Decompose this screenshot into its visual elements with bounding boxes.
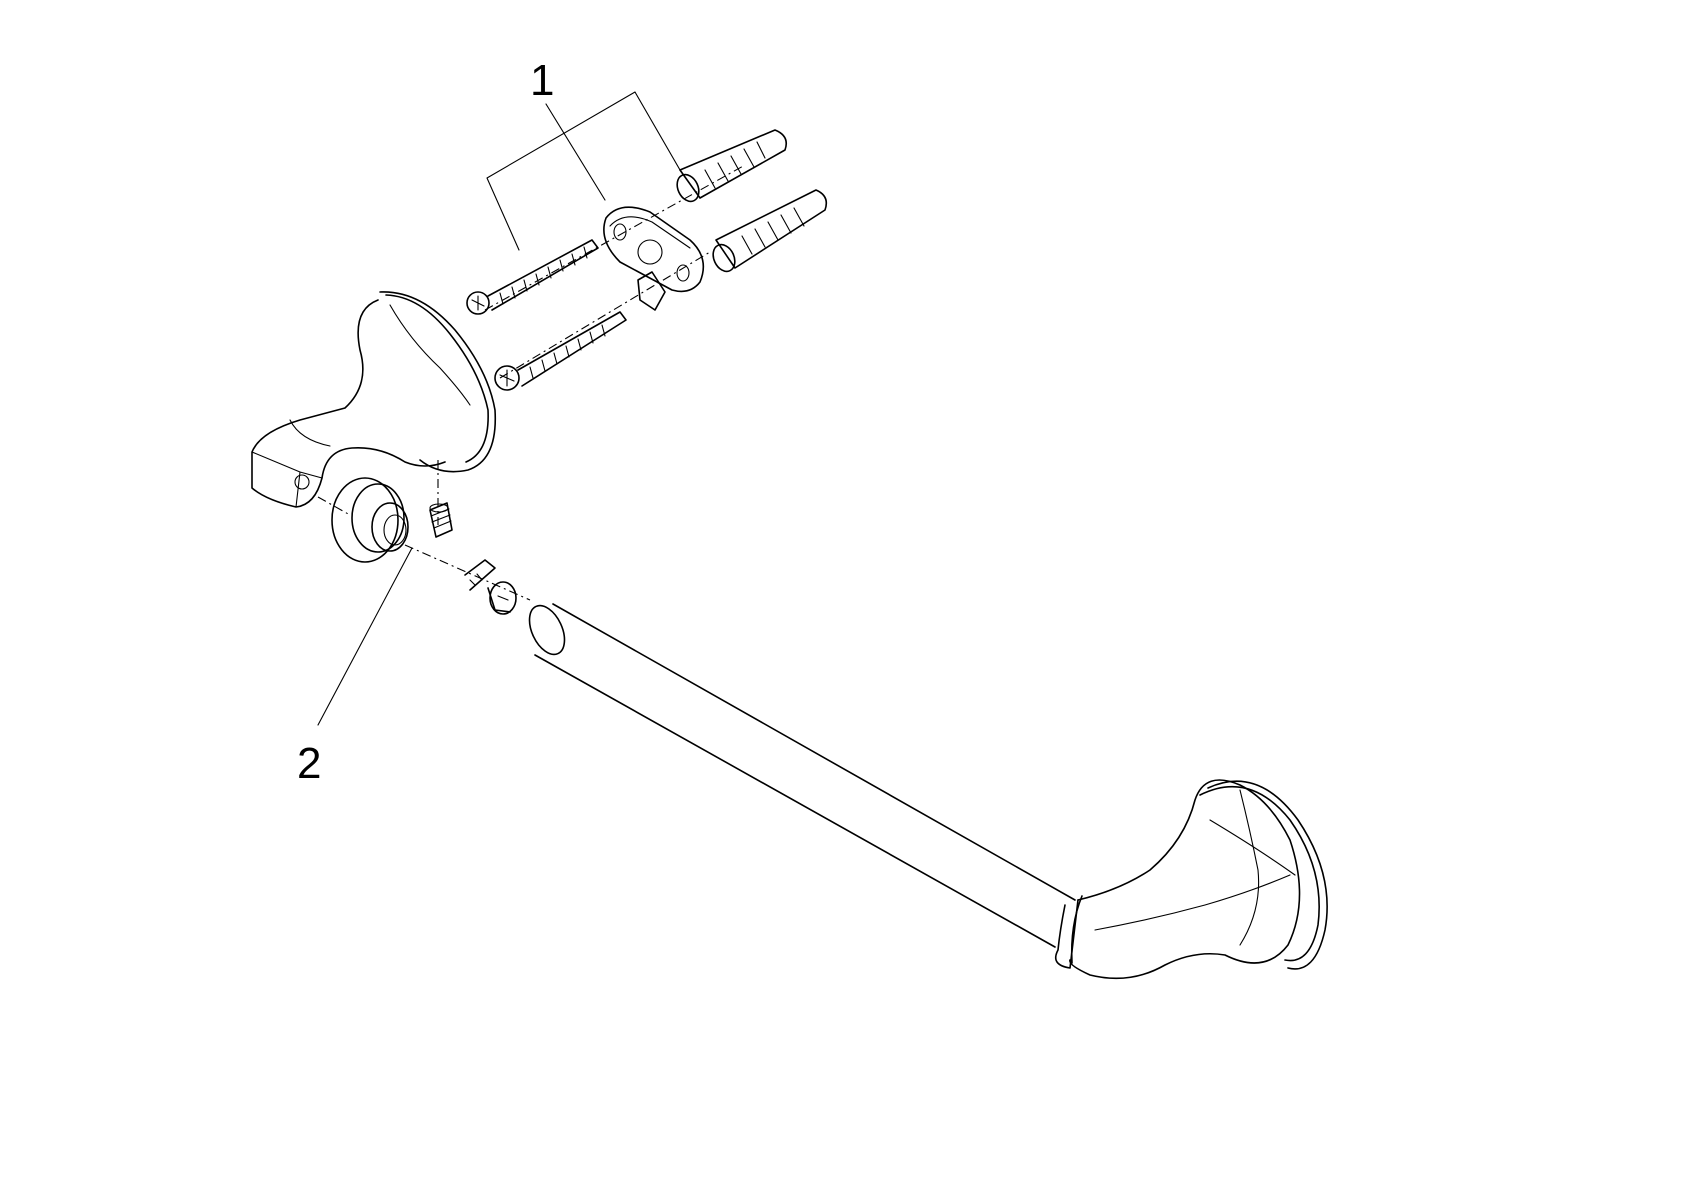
mounting-plate <box>603 206 705 311</box>
right-end-bracket <box>1054 779 1328 980</box>
callout-1-number: 1 <box>530 56 554 105</box>
small-screw <box>464 559 517 615</box>
towel-rod <box>528 603 1076 948</box>
callout-2-leader <box>317 547 413 726</box>
wall-anchor-lower <box>712 189 828 273</box>
set-screw <box>429 502 453 538</box>
left-bracket <box>251 291 497 508</box>
callout-2: 2 <box>297 547 413 788</box>
callout-2-number: 2 <box>297 739 321 788</box>
assembly-axis-lines <box>317 164 746 601</box>
callout-1-leader <box>486 91 681 251</box>
bushing-ring <box>331 477 409 563</box>
callout-1: 1 <box>486 56 681 251</box>
wall-anchor-upper <box>676 129 788 203</box>
screw-lower <box>494 311 627 391</box>
screw-upper <box>466 239 599 315</box>
